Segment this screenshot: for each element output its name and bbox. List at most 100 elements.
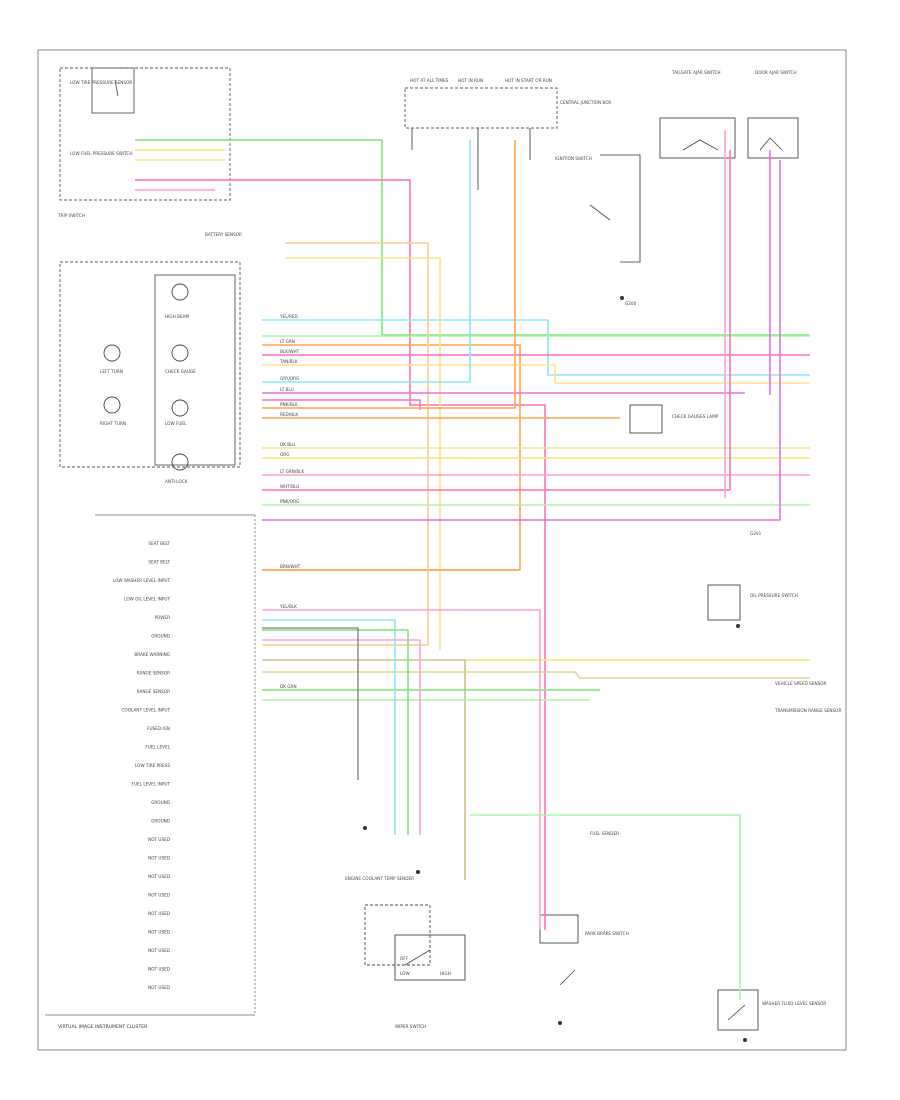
wire-peach [262,242,429,646]
check-gauges-box [629,404,663,434]
wire-cyan [262,619,396,835]
gauge-label-3: HIGH BEAM [165,314,189,319]
relay-right-label: TAILGATE AJAR SWITCH [671,70,721,75]
cluster-pin-label: POWER [154,615,170,620]
cluster-pin-label: NOT USED [148,948,170,953]
wire-color-label: YEL/RED [279,314,298,319]
check-gauges-label: CHECK GAUGES LAMP [672,414,719,419]
trip-switch-label: TRIP SWITCH [57,213,85,218]
wire-orange [262,140,516,409]
door-ajar-label: DOOR AJAR SWITCH [755,70,797,75]
cluster-pin-label: NOT USED [148,893,170,898]
cluster-title: VIRTUAL IMAGE INSTRUMENT CLUSTER [58,1024,148,1030]
cluster-pin-label: NOT USED [148,967,170,972]
oil-pressure-box [707,584,741,621]
wire-pink [262,399,421,410]
engine-coolant-label: ENGINE COOLANT TEMP SENDER [345,876,414,881]
wire-gray [600,154,641,263]
gauge-circles [103,283,189,471]
wire-color-label: LT BLU [280,387,294,392]
wire-lt_pink [262,639,421,835]
gauge-label-1: LEFT TURN [100,369,123,374]
ground-a-label: G200 [625,301,637,306]
gauge-label-2: RIGHT TURN [100,421,126,426]
wire-color-label: BRN/WHT [280,564,301,569]
wire-pink [135,179,546,930]
ground-symbols [363,296,747,1042]
wire-layer [135,128,810,1000]
battery-sensor-label: BATTERY SENSOR [205,232,242,237]
trans-range-label: TRANSMISSION RANGE SENSOR [774,708,841,713]
fuse-b-label: HOT IN RUN [458,78,483,83]
diagram-frame [37,49,847,1051]
wire-green [262,629,409,835]
cluster-pin-label: RANGE SENSOR [137,689,170,694]
wire-gray [262,627,359,780]
wire-color-label: DK BLU [280,442,295,447]
wire-lt_yellow [285,257,441,650]
wire-lt_pink [262,609,541,930]
cluster-pin-label: FUEL LEVEL [145,745,170,750]
gauge-label-5: LOW FUEL [165,421,187,426]
wire-color-label: RED/BLK [280,412,298,417]
wire-green [135,139,810,336]
fuse-c-label: HOT IN START OR RUN [505,78,552,83]
cluster-pin-label: NOT USED [148,874,170,879]
park-brake-switch: PARK BRAKE SWITCH [539,914,629,986]
wire-cyan [262,319,810,376]
washer-level-label: WASHER FLUID LEVEL SENSOR [762,1001,826,1006]
wire-color-label: ORG [280,452,289,457]
wire-cyan [262,140,471,383]
wipe-pos-1: LOW [400,971,410,976]
washer-level-sensor: WASHER FLUID LEVEL SENSOR [717,989,826,1031]
cluster-pin-label: GROUND [151,800,170,805]
wire-color-label: YEL/BLK [279,604,297,609]
fuel-sender-label: FUEL SENDER [590,831,619,836]
fuse-a-label: HOT AT ALL TIMES [410,78,449,83]
cluster-pin-label: BRAKE WARNING [134,652,170,657]
oil-sensor-label: LOW TIRE PRESSURE SENSOR [70,80,132,85]
cluster-pin-label: COOLANT LEVEL INPUT [122,708,171,713]
wire-color-label: LT GRN/BLK [280,469,305,474]
cluster-pin-label: NOT USED [148,911,170,916]
cluster-pin-label: NOT USED [148,930,170,935]
gauge-label-6: ANTI-LOCK [165,479,188,484]
park-brake-label: PARK BRAKE SWITCH [585,931,629,936]
wiper-switch-label: WIPER SWITCH [395,1024,426,1029]
fuse-panel: HOT AT ALL TIMES HOT IN RUN HOT IN START… [404,78,611,129]
cluster-pin-label: GROUND [151,819,170,824]
speed-sensor-label: VEHICLE SPEED SENSOR [775,681,827,686]
cluster-pin-label: RANGE SENSOR [137,671,170,676]
wire-color-label: WHT/BLU [280,484,299,489]
ign-sw-label: IGNITION SWITCH [555,156,592,161]
wire-magenta [262,160,781,521]
cluster-pin-list: SEAT BELT SEAT BELT LOW WASHER LEVEL INPUT… [95,514,256,1015]
wire-lt_yellow [262,364,810,384]
cluster-pin-label: SEAT BELT [148,541,170,546]
cluster-pin-label: SEAT BELT [148,560,170,565]
cluster-pin-label: NOT USED [148,985,170,990]
ground-b-label: G201 [750,531,762,536]
wire-tan [262,671,810,679]
wire-olive [262,659,466,880]
wire-lt_green [470,814,741,1000]
fuse-panel-label: CENTRAL JUNCTION BOX [560,100,611,105]
gauge-label-4: CHECK GAUGE [165,369,196,374]
wire-color-label: PNK/BLK [280,402,298,407]
cluster-pin-label: NOT USED [148,856,170,861]
oil-press-label: LOW FUEL PRESSURE SWITCH [70,151,133,156]
wire-color-label: LT GRN [280,339,295,344]
wire-color-label: GRY/ORG [280,376,299,381]
wire-color-label: TAN/BLK [279,359,298,364]
wiper-switch: WIPER SWITCH OFF LOW HIGH [364,904,466,1029]
cluster-pin-label: NOT USED [148,837,170,842]
wire-color-label: DK GRN [280,684,297,689]
relay-boxes: TAILGATE AJAR SWITCH DOOR AJAR SWITCH [659,70,799,159]
wipe-pos-0: OFF [400,956,409,961]
cluster-pin-label: LOW WASHER LEVEL INPUT [113,578,171,583]
oil-pressure-label: OIL PRESSURE SWITCH [750,593,798,598]
wire-color-label: PNK/ORG [280,499,299,504]
cluster-pin-label: LOW TIRE PRESS [135,763,170,768]
gauge-cluster: LEFT TURN RIGHT TURN HIGH BEAM CHECK GAU… [59,261,241,484]
